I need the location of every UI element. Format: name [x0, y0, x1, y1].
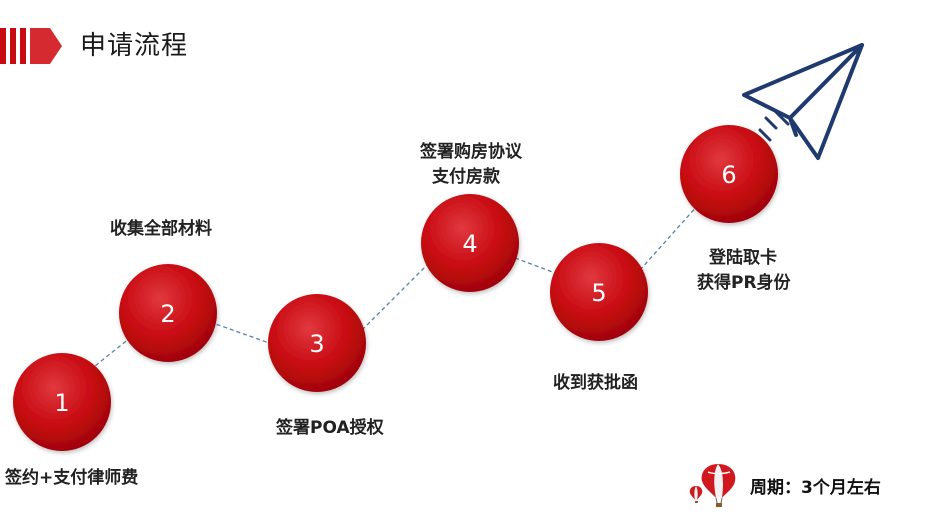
period-note: 周期：3个月左右 [688, 460, 918, 510]
page-title: 申请流程 [80, 31, 189, 61]
step-number-4: 4 [462, 230, 477, 258]
step-label-3-line-1: 签署POA授权 [276, 418, 384, 438]
step-label-6: 登陆取卡 获得PR身份 [697, 246, 791, 296]
step-label-1: 签约+支付律师费 [5, 466, 138, 491]
step-label-4-line-1: 签署购房协议 [420, 142, 522, 162]
connectors [89, 204, 699, 371]
step-label-3: 签署POA授权 [276, 416, 384, 441]
step-number-6: 6 [721, 161, 736, 189]
paper-plane-icon [742, 43, 864, 160]
step-circle-3: 3 [268, 294, 366, 392]
connector-5-6 [639, 204, 699, 271]
step-label-6-line-2: 获得PR身份 [697, 273, 791, 293]
step-label-4: 签署购房协议 支付房款 [420, 140, 522, 190]
step-label-2-line-1: 收集全部材料 [110, 219, 212, 239]
step-number-1: 1 [54, 389, 69, 417]
step-label-6-line-1: 登陆取卡 [709, 248, 777, 268]
red-stripes-icon [0, 28, 62, 64]
period-text: 周期：3个月左右 [750, 478, 881, 498]
connector-3-4 [361, 261, 431, 331]
connector-2-3 [209, 321, 273, 345]
step-circle-5: 5 [550, 243, 648, 341]
step-label-2: 收集全部材料 [110, 217, 212, 242]
step-number-3: 3 [309, 330, 324, 358]
step-number-5: 5 [591, 279, 606, 307]
step-label-4-line-2: 支付房款 [432, 167, 500, 187]
step-circle-2: 2 [119, 264, 217, 362]
step-label-5-line-1: 收到获批函 [553, 373, 638, 393]
connector-1-2 [89, 329, 141, 371]
connector-4-5 [514, 257, 559, 275]
step-circle-1: 1 [13, 353, 111, 451]
step-label-5: 收到获批函 [553, 371, 638, 396]
step-circle-4: 4 [421, 194, 519, 292]
step-number-2: 2 [160, 300, 175, 328]
step-circle-6: 6 [680, 125, 778, 223]
step-label-1-line-1: 签约+支付律师费 [5, 468, 139, 488]
hot-air-balloon-icon [689, 464, 736, 507]
